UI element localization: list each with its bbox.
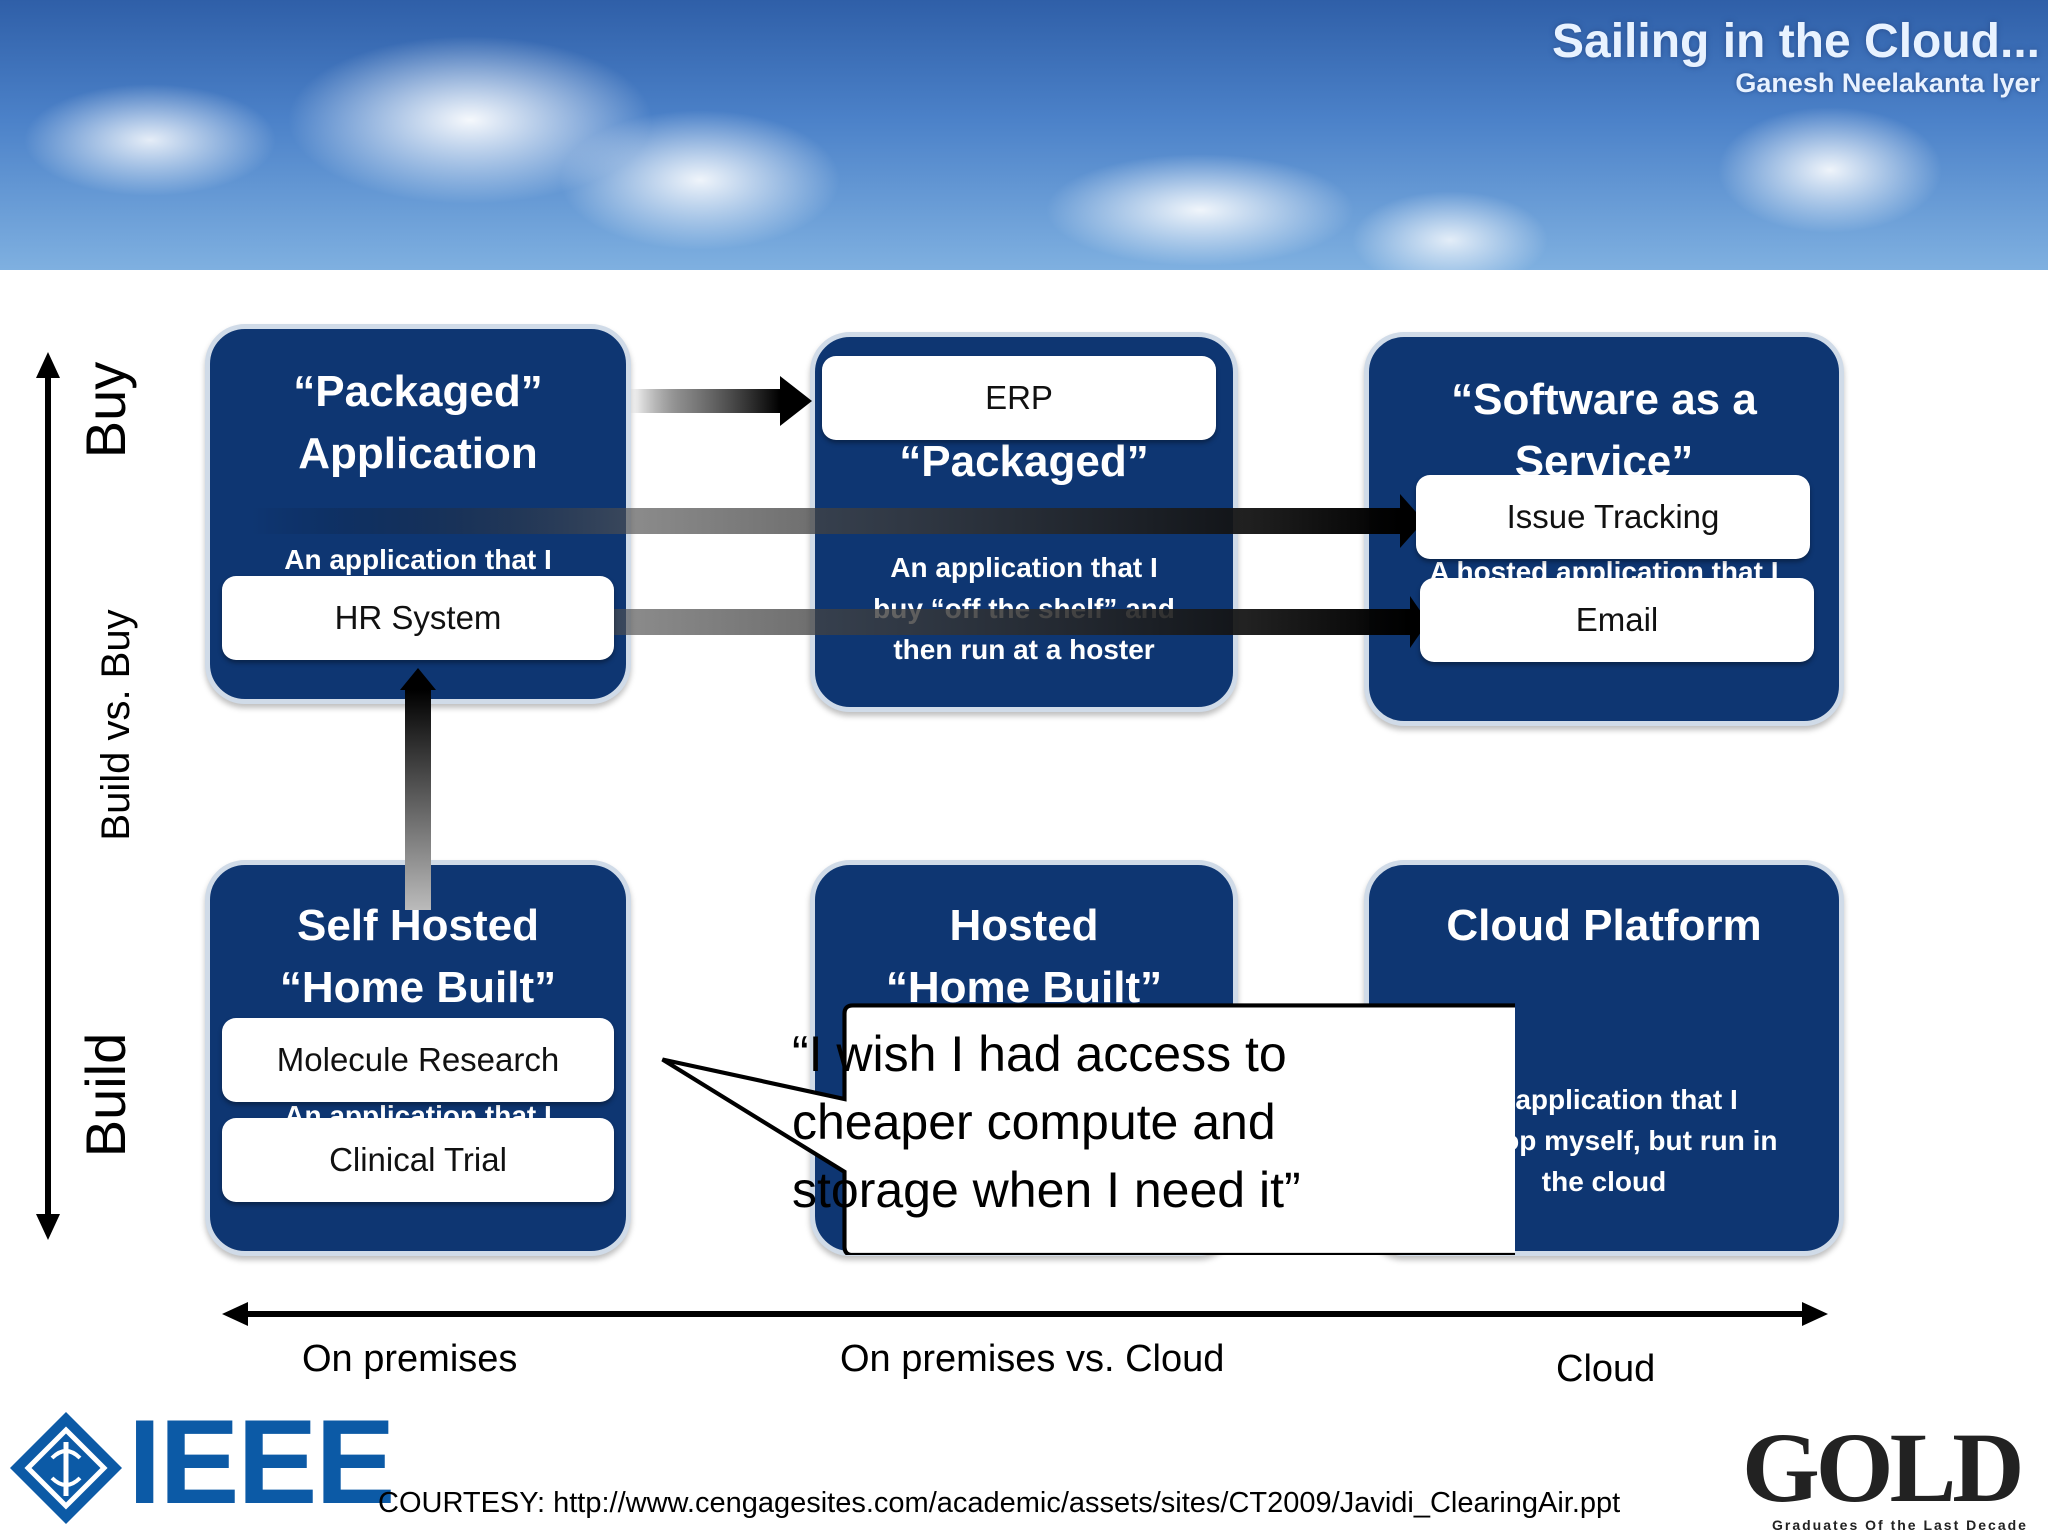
box-title-line2: Application [298,429,538,478]
box-title-line1: “Software as a [1451,375,1757,424]
x-axis-label-on-premises: On premises [302,1338,518,1380]
box-desc-line3: then run at a hoster [893,634,1155,665]
ieee-diamond-logo [10,1412,122,1524]
courtesy-footer: COURTESY: http://www.cengagesites.com/ac… [378,1487,1621,1519]
box-title: Cloud Platform [1446,901,1762,950]
gold-logo-tagline: Graduates Of the Last Decade [1772,1517,2028,1533]
arrow-to-erp [630,376,812,426]
box-title-line1: “Packaged” [293,367,543,416]
y-axis-label-build-vs-buy: Build vs. Buy [94,609,138,841]
x-axis-label-on-premises-vs-cloud: On premises vs. Cloud [840,1338,1225,1380]
pill-clinical-trial[interactable]: Clinical Trial [222,1118,614,1202]
x-axis-arrow [222,1302,1828,1326]
speech-line1: “I wish I had access to [792,1026,1287,1082]
speech-bubble-text: “I wish I had access to cheaper compute … [792,1020,1492,1224]
ieee-logo-text: IEEE [128,1395,395,1529]
pill-erp[interactable]: ERP [822,356,1216,440]
y-axis-label-buy: Buy [74,361,137,459]
y-axis-arrow [36,352,60,1240]
x-axis-label-cloud: Cloud [1556,1348,1656,1390]
box-title-line2: “Home Built” [279,963,557,1012]
presentation-author: Ganesh Neelakanta Iyer [1735,68,2040,98]
y-axis-label-build: Build [74,1032,137,1158]
pill-hr-system[interactable]: HR System [222,576,614,660]
pill-email[interactable]: Email [1420,578,1814,662]
speech-line3: storage when I need it” [792,1162,1301,1218]
pill-molecule-research[interactable]: Molecule Research [222,1018,614,1102]
box-desc-line1: An application that I [890,552,1158,583]
box-desc-line2: buy “off the shelf” and [873,593,1175,624]
box-desc-line1: An application that I [284,544,552,575]
box-title: “Packaged” [899,437,1149,486]
presentation-title: Sailing in the Cloud... [1552,15,2040,68]
box-title-line1: Self Hosted [296,901,540,950]
speech-line2: cheaper compute and [792,1094,1276,1150]
pill-issue-tracking[interactable]: Issue Tracking [1416,475,1810,559]
gold-logo-text: GOLD [1742,1412,2024,1523]
header-banner: Sailing in the Cloud... Ganesh Neelakant… [0,0,2048,270]
box-desc-line3: the cloud [1541,1166,1667,1197]
box-title-line1: Hosted [949,901,1099,950]
